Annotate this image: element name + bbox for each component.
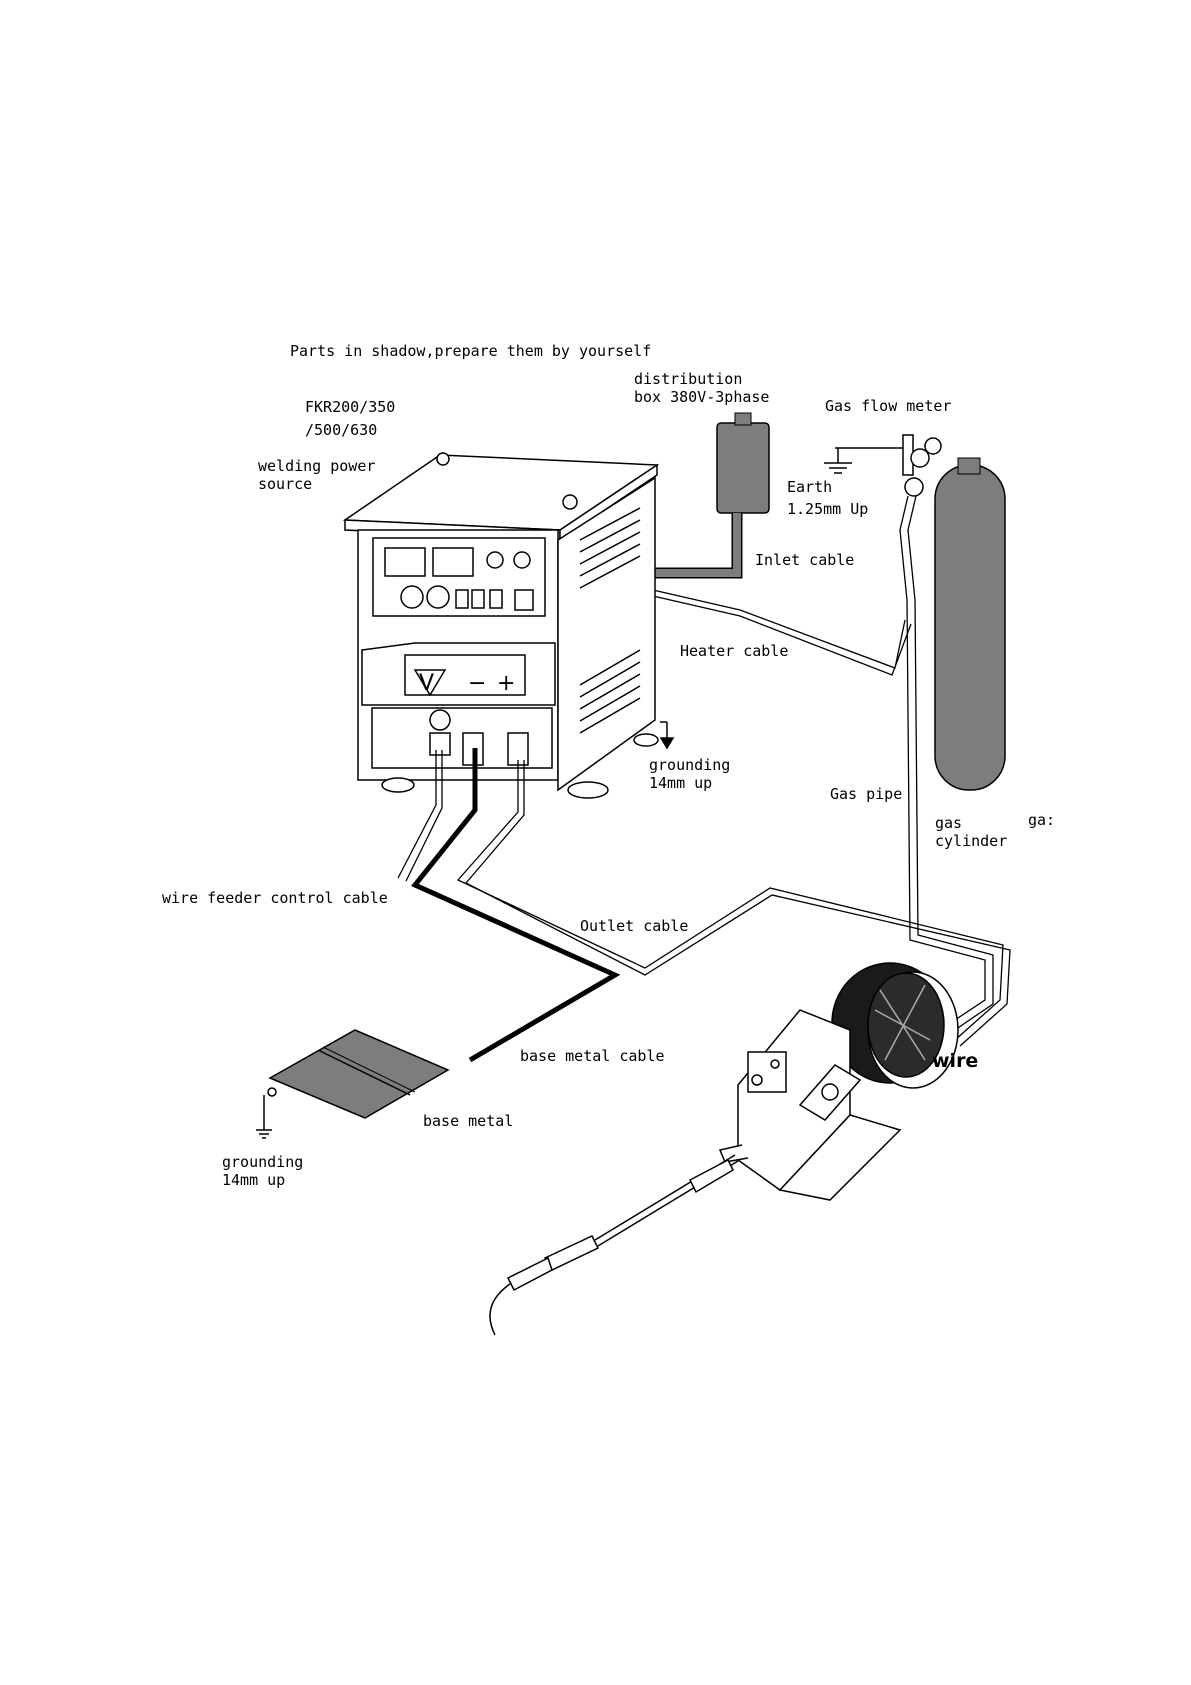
gas-cylinder-line-2: cylinder bbox=[935, 832, 1008, 850]
gas-flow-meter-label: Gas flow meter bbox=[825, 397, 952, 415]
welding-power-source bbox=[342, 452, 660, 799]
heater-cable bbox=[652, 589, 912, 676]
distribution-box bbox=[655, 412, 770, 579]
power-source-line-2: source bbox=[258, 475, 313, 493]
wire-label: wire bbox=[932, 1050, 979, 1072]
welding-torch bbox=[489, 1154, 739, 1336]
model-line-1: FKR200/350 bbox=[305, 398, 396, 416]
inlet-cable-label: Inlet cable bbox=[755, 551, 855, 569]
earth-line-1: Earth bbox=[787, 478, 833, 496]
base-metal-cable-label: base metal cable bbox=[520, 1047, 665, 1065]
grounding-left-line-1: grounding bbox=[222, 1153, 304, 1171]
parts-note: Parts in shadow,prepare them by yourself bbox=[290, 342, 652, 360]
grounding-left-line-2: 14mm up bbox=[222, 1171, 286, 1189]
base-metal-plate bbox=[268, 1029, 450, 1119]
grounding-symbol-left bbox=[256, 1087, 277, 1139]
distribution-box-line-2: box 380V-3phase bbox=[634, 388, 770, 406]
panel-plus-symbol: + bbox=[497, 671, 515, 696]
gas-cylinder-line-1: gas bbox=[935, 814, 963, 832]
grounding-arrow-right bbox=[659, 721, 675, 750]
gas-pipe-label: Gas pipe bbox=[830, 785, 903, 803]
outlet-cable bbox=[456, 760, 1011, 1047]
earth-line-2: 1.25mm Up bbox=[787, 500, 869, 518]
outlet-cable-label: Outlet cable bbox=[580, 917, 689, 935]
grounding-right-line-2: 14mm up bbox=[649, 774, 713, 792]
gas-pipe bbox=[899, 495, 994, 1037]
wire-feeder-control-cable-label: wire feeder control cable bbox=[162, 889, 388, 907]
base-metal-label: base metal bbox=[423, 1112, 514, 1130]
distribution-box-line-1: distribution bbox=[634, 370, 743, 388]
panel-minus-symbol: − bbox=[468, 671, 486, 696]
gas-cut-label: ga: bbox=[1028, 811, 1056, 829]
grounding-right-line-1: grounding bbox=[649, 756, 731, 774]
wire-feeder bbox=[718, 1009, 902, 1201]
wire-spool bbox=[831, 962, 959, 1089]
panel-symbols: V − + bbox=[419, 671, 515, 696]
power-source-line-1: welding power bbox=[258, 457, 376, 475]
gas-cylinder bbox=[934, 457, 1006, 791]
wire-feeder-control-cable bbox=[397, 750, 443, 882]
model-line-2: /500/630 bbox=[305, 421, 378, 439]
heater-cable-label: Heater cable bbox=[680, 642, 789, 660]
base-metal-cable bbox=[411, 748, 621, 1063]
panel-v-symbol: V bbox=[419, 671, 434, 696]
earth-symbol-top bbox=[824, 447, 903, 474]
gas-flow-meter bbox=[902, 434, 942, 497]
